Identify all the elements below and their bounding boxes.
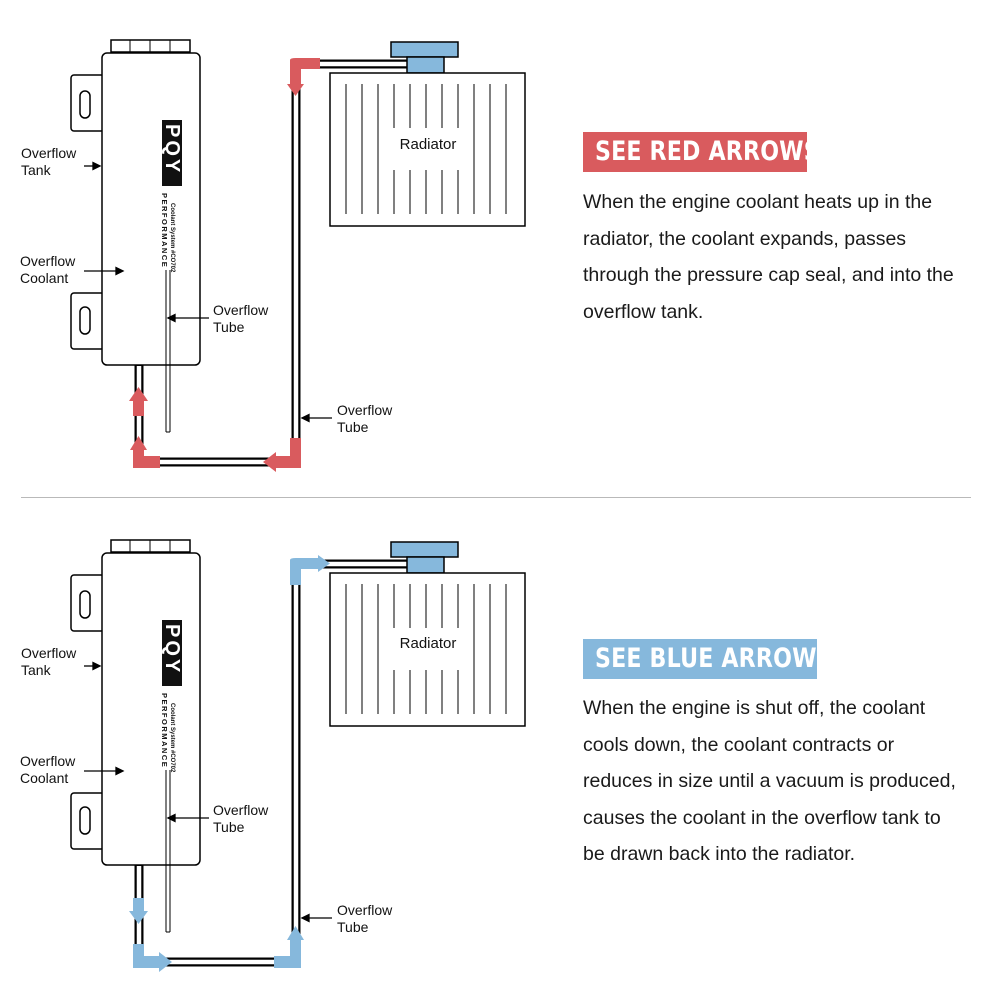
desc-line: cools down, the coolant contracts or	[583, 733, 895, 756]
radiator-label: Radiator	[400, 136, 457, 153]
svg-text:PERFORMANCE: PERFORMANCE	[160, 693, 169, 768]
svg-text:PQY: PQY	[161, 624, 183, 675]
brand-logo: PQY PERFORMANCE Coolant System #CO702	[160, 124, 183, 273]
red-arrows-title: SEE RED ARROWS	[583, 132, 820, 172]
svg-text:PQY: PQY	[161, 124, 183, 175]
blue-arrows	[129, 555, 330, 972]
desc-line: radiator, the coolant expands, passes	[583, 227, 907, 250]
desc-line: overflow tank.	[583, 300, 704, 323]
svg-text:Coolant System #CO702: Coolant System #CO702	[169, 203, 175, 273]
desc-line: causes the coolant in the overflow tank …	[583, 806, 941, 829]
desc-line: reduces in size until a vacuum is produc…	[583, 770, 956, 793]
desc-line: When the engine is shut off, the coolant	[583, 697, 926, 719]
red-arrows	[129, 58, 320, 472]
desc-line: through the pressure cap seal, and into …	[583, 264, 954, 287]
contraction-description: When the engine is shut off, the coolant…	[583, 690, 983, 873]
section-divider	[21, 497, 971, 498]
radiator-label: Radiator	[400, 635, 457, 652]
expansion-description: When the engine coolant heats up in the …	[583, 184, 983, 330]
svg-text:PERFORMANCE: PERFORMANCE	[160, 193, 169, 268]
svg-text:Coolant System #CO702: Coolant System #CO702	[169, 703, 175, 773]
blue-arrows-title: SEE BLUE ARROWS	[583, 639, 833, 679]
desc-line: When the engine coolant heats up in the	[583, 191, 933, 213]
brand-logo: PQY PERFORMANCE Coolant System #CO702	[160, 624, 183, 773]
desc-line: be drawn back into the radiator.	[583, 843, 856, 866]
